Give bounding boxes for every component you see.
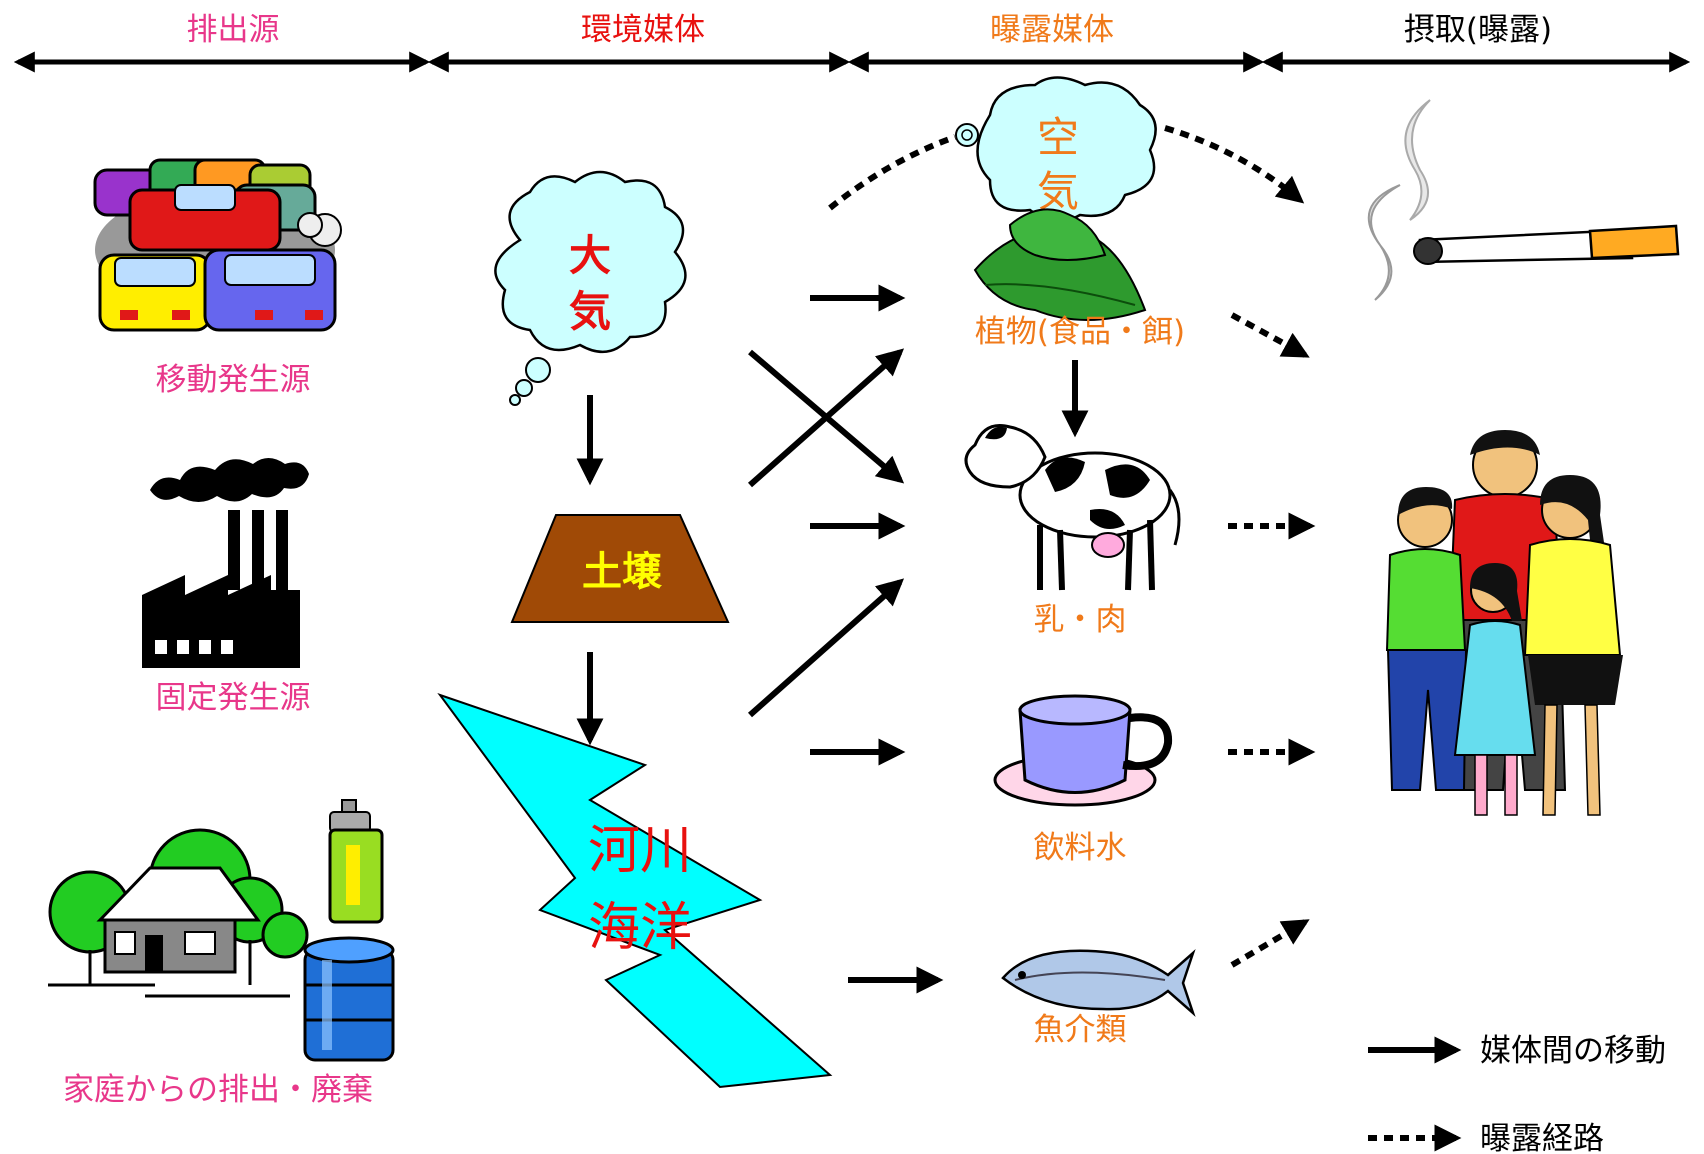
atmosphere-label-1: 大 xyxy=(569,231,611,280)
river-label: 河川 xyxy=(588,821,692,881)
header-sources: 排出源 xyxy=(187,12,280,48)
legend-exposure-path-label: 曝露経路 xyxy=(1480,1121,1604,1154)
air-label-1: 空 xyxy=(1037,113,1079,162)
header-row: 排出源 環境媒体 曝露媒体 摂取(曝露) xyxy=(13,12,1691,73)
source-household-label: 家庭からの排出・廃棄 xyxy=(63,1072,373,1108)
soil-shape xyxy=(510,514,730,623)
leaf-icon xyxy=(973,208,1147,321)
dotted-arrow-fish-to-intake xyxy=(1230,919,1310,968)
seafood-label: 魚介類 xyxy=(1034,1012,1127,1048)
cigarette-icon xyxy=(1367,99,1680,301)
source-stationary-label: 固定発生源 xyxy=(156,680,311,716)
house-with-trees-icon xyxy=(48,828,309,998)
family-icon xyxy=(1385,430,1623,816)
ocean-label: 海洋 xyxy=(588,898,692,958)
spray-can-icon xyxy=(328,799,384,924)
soil-label: 土壌 xyxy=(582,549,663,595)
legend: 媒体間の移動 曝露経路 xyxy=(1368,1033,1666,1154)
legend-transfer-label: 媒体間の移動 xyxy=(1480,1033,1666,1069)
header-intake: 摂取(曝露) xyxy=(1404,12,1552,48)
arrow-water-to-cow xyxy=(748,578,905,718)
source-mobile-label: 移動発生源 xyxy=(156,362,311,398)
cup-icon xyxy=(993,694,1173,807)
oil-drum-icon xyxy=(303,936,395,1062)
air-cloud xyxy=(955,76,1157,223)
dairy-meat-label: 乳・肉 xyxy=(1034,602,1127,638)
fish-icon xyxy=(1001,949,1196,1017)
traffic-jam-icon xyxy=(93,158,342,332)
drinking-water-label: 飲料水 xyxy=(1034,830,1127,866)
factory-icon xyxy=(142,458,309,668)
atmosphere-label-2: 気 xyxy=(569,287,611,336)
air-label-2: 気 xyxy=(1037,167,1079,216)
header-exposure-media: 曝露媒体 xyxy=(990,12,1114,48)
arrow-soil-to-plants xyxy=(748,348,905,488)
plants-label: 植物(食品・餌) xyxy=(975,314,1185,350)
dotted-arc-atmosphere-to-air xyxy=(828,134,957,211)
atmosphere-cloud xyxy=(494,170,687,406)
dotted-arrow-air-to-intake xyxy=(1164,125,1305,204)
cow-icon xyxy=(964,424,1181,591)
river-ocean-shape xyxy=(437,693,833,1089)
dotted-arrow-plants-to-intake xyxy=(1230,312,1310,358)
header-environmental-media: 環境媒体 xyxy=(581,12,705,48)
